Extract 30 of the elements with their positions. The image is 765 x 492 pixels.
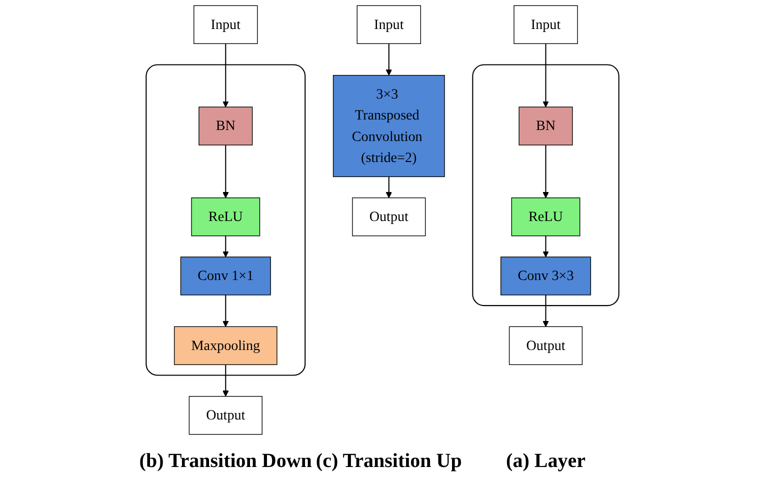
node-box: Output [352, 197, 426, 236]
node-box: Output [508, 326, 583, 366]
node-box: Input [356, 5, 421, 44]
node-box: Output [188, 396, 262, 435]
arrow [386, 44, 392, 76]
panel-caption: (c) Transition Up [316, 450, 462, 473]
node-box: Conv 1×1 [180, 256, 271, 296]
arrow [222, 294, 229, 327]
node-box: BN [198, 106, 253, 146]
arrow [542, 145, 549, 198]
arrow [386, 176, 392, 198]
node-box: Conv 3×3 [500, 256, 592, 296]
node-box: 3×3 Transposed Convolution (stride=2) [332, 74, 445, 178]
arrow [222, 145, 229, 198]
node-box: BN [518, 106, 573, 146]
node-box: Input [194, 5, 258, 44]
cluster [472, 64, 620, 306]
arrow [542, 44, 549, 108]
node-box: ReLU [511, 197, 580, 236]
arrow [542, 236, 549, 258]
arrow [222, 44, 229, 108]
node-box: ReLU [191, 197, 260, 236]
node-box: Input [514, 5, 578, 44]
arrow [222, 364, 229, 397]
arrow [222, 236, 229, 258]
arrow [542, 294, 549, 327]
panel-caption: (b) Transition Down [139, 450, 312, 473]
panel-caption: (a) Layer [506, 450, 586, 473]
node-box: Maxpooling [174, 326, 278, 366]
cluster [146, 64, 306, 376]
